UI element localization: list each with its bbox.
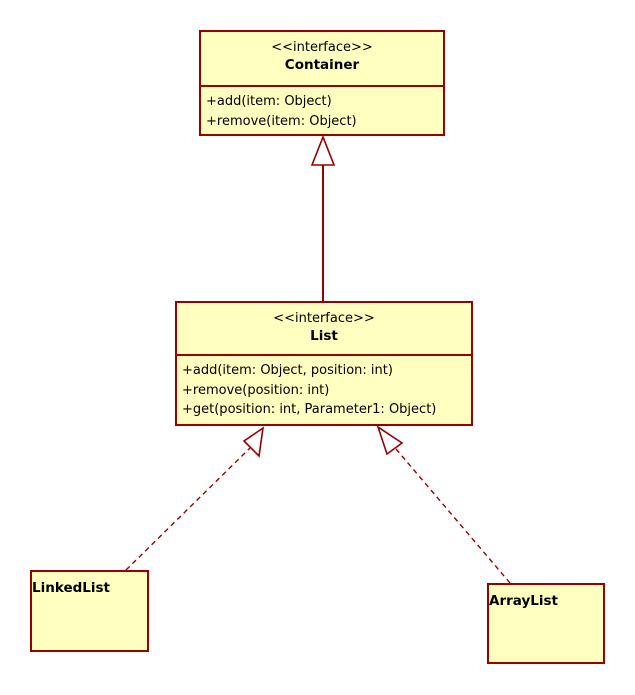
operation-item: +get(position: int, Parameter1: Object) bbox=[182, 402, 437, 417]
operations-list-container: +add(item: Object) +remove(item: Object) bbox=[201, 87, 443, 131]
operation-item: +remove(item: Object) bbox=[206, 113, 357, 129]
class-box-arraylist[interactable]: ArrayList bbox=[487, 583, 605, 664]
operations-list-list: +add(item: Object, position: int) +remov… bbox=[177, 356, 471, 420]
class-box-container[interactable]: <<interface>> Container +add(item: Objec… bbox=[199, 30, 445, 136]
operation-item: +remove(position: int) bbox=[182, 382, 330, 398]
realization-line-linkedlist bbox=[125, 447, 251, 571]
realization-arrowhead-left bbox=[242, 426, 265, 458]
operation-item: +add(item: Object, position: int) bbox=[182, 363, 393, 378]
class-box-linkedlist[interactable]: LinkedList bbox=[30, 570, 149, 652]
generalization-list-to-container bbox=[310, 134, 336, 301]
class-name-list: List bbox=[310, 328, 338, 344]
generalization-arrowhead bbox=[310, 134, 336, 166]
class-header-list: <<interface>> List bbox=[177, 303, 471, 356]
stereotype-label: <<interface>> bbox=[273, 311, 375, 326]
class-name-arraylist: ArrayList bbox=[489, 593, 558, 609]
class-name-container: Container bbox=[284, 57, 360, 73]
class-header-container: <<interface>> Container bbox=[201, 32, 443, 87]
class-box-list[interactable]: <<interface>> List +add(item: Object, po… bbox=[175, 301, 473, 426]
stereotype-label: <<interface>> bbox=[271, 40, 373, 55]
realization-line-arraylist bbox=[395, 448, 511, 584]
class-name-linkedlist: LinkedList bbox=[32, 580, 110, 596]
realization-arraylist-to-list bbox=[376, 425, 511, 584]
realization-linkedlist-to-list bbox=[125, 426, 265, 571]
operation-item: +add(item: Object) bbox=[206, 94, 332, 109]
realization-arrowhead-right bbox=[376, 425, 404, 456]
